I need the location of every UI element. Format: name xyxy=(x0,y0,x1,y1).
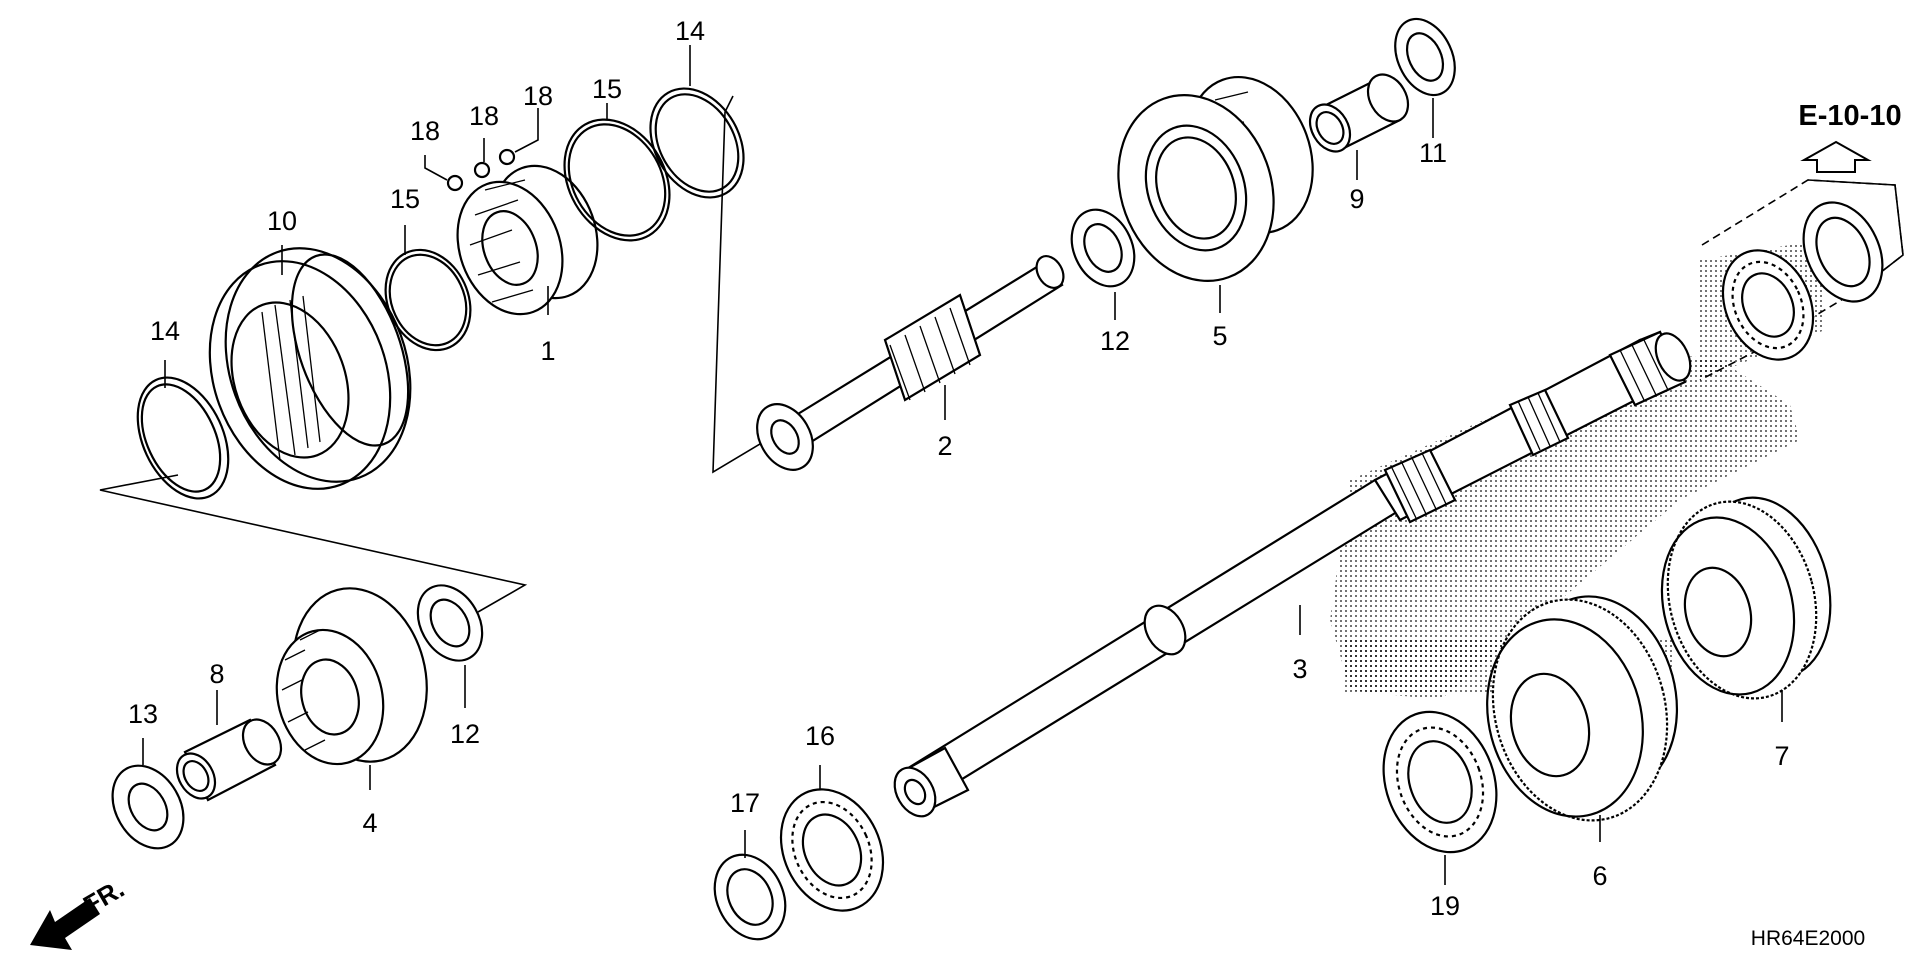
callout-18-a: 18 xyxy=(410,116,440,146)
part-3-mainshaft xyxy=(893,330,1692,818)
callout-5: 5 xyxy=(1212,321,1227,351)
callout-12-left: 12 xyxy=(450,719,480,749)
callout-7: 7 xyxy=(1774,741,1789,771)
leader-lines xyxy=(142,45,1783,885)
callout-19: 19 xyxy=(1430,891,1460,921)
part-12-thrust-washer-right xyxy=(1070,208,1136,288)
part-15-o-ring-right xyxy=(563,118,671,242)
front-arrow-icon xyxy=(30,898,100,950)
part-13-thrust-washer xyxy=(111,764,185,850)
oil-seal xyxy=(1802,201,1884,303)
part-16-ball-bearing xyxy=(779,788,885,912)
callout-3: 3 xyxy=(1292,654,1307,684)
callout-15-right: 15 xyxy=(592,74,622,104)
part-15-o-ring-left xyxy=(384,248,472,352)
part-19-ball-bearing xyxy=(1382,710,1498,854)
part-5-gear-hub xyxy=(1117,75,1314,282)
part-18-balls xyxy=(446,148,516,192)
callout-9: 9 xyxy=(1349,184,1364,214)
callout-10: 10 xyxy=(267,206,297,236)
callout-14-right: 14 xyxy=(675,16,705,46)
callout-14-left: 14 xyxy=(150,316,180,346)
callout-11: 11 xyxy=(1419,138,1447,168)
callout-18-b: 18 xyxy=(469,101,499,131)
part-2-countershaft xyxy=(756,255,1065,471)
callout-labels: 1 2 3 4 5 6 7 8 9 10 11 12 12 13 14 14 1… xyxy=(128,16,1790,921)
part-9-bushing xyxy=(1308,73,1410,153)
callout-12-right: 12 xyxy=(1100,326,1130,356)
part-4-gear xyxy=(275,587,428,766)
part-8-needle-bearing-collar xyxy=(175,718,283,802)
diagram-code: HR64E2000 xyxy=(1751,927,1865,950)
callout-17: 17 xyxy=(730,788,760,818)
callout-18-c: 18 xyxy=(523,81,553,111)
part-11-thrust-washer xyxy=(1394,17,1456,97)
dashed-box-bearing-group xyxy=(1699,179,1904,381)
callout-16: 16 xyxy=(805,721,835,751)
reference-label: E-10-10 xyxy=(1798,100,1901,132)
callout-4: 4 xyxy=(362,808,377,838)
part-6-gear xyxy=(1486,595,1679,822)
callout-15-left: 15 xyxy=(390,184,420,214)
part-7-gear xyxy=(1660,496,1832,700)
part-10-sleeve-hub xyxy=(208,247,412,490)
part-17-oil-seal xyxy=(713,853,787,941)
reference-e-10-10: E-10-10 xyxy=(1798,100,1902,173)
part-12-thrust-washer-left xyxy=(416,584,484,662)
bearing-upper xyxy=(1721,249,1815,361)
part-1-spline-gear xyxy=(456,164,599,316)
callout-1: 1 xyxy=(540,336,555,366)
reference-up-arrow-icon xyxy=(1800,140,1872,173)
callout-13: 13 xyxy=(128,699,158,729)
callout-8: 8 xyxy=(209,659,224,689)
part-14-snap-ring-right xyxy=(649,87,745,199)
callout-2: 2 xyxy=(937,431,952,461)
front-direction-indicator: FR. xyxy=(30,873,129,950)
callout-6: 6 xyxy=(1592,861,1607,891)
part-14-snap-ring-left xyxy=(136,376,230,500)
